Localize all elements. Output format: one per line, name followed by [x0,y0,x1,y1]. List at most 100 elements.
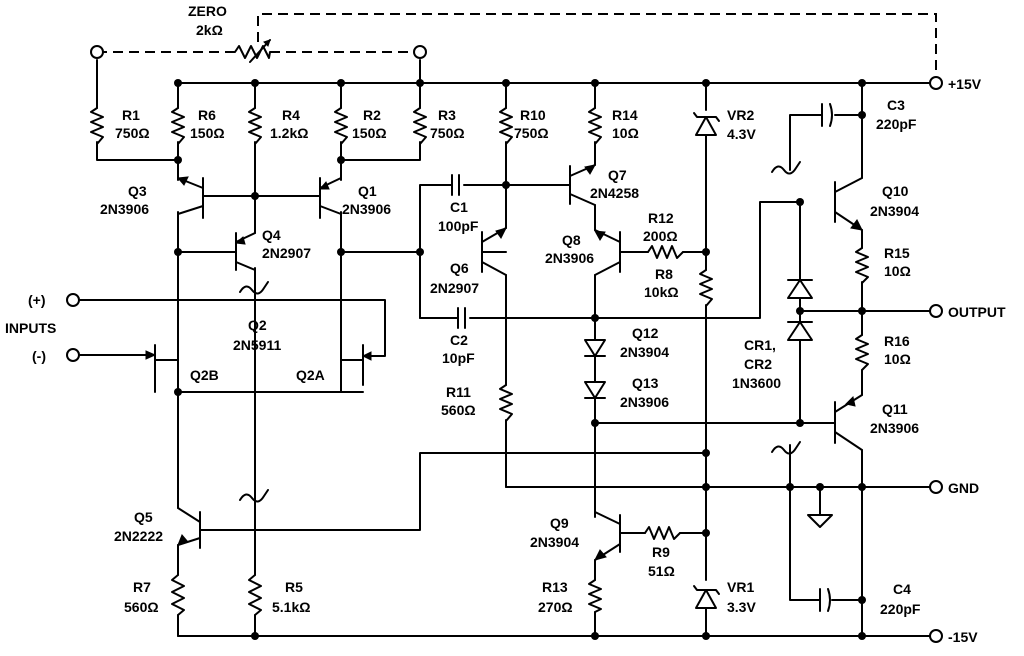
c3-value: 220pF [876,116,917,132]
zero-name: ZERO [188,3,227,19]
q11-part: 2N3906 [870,420,919,436]
c2-name: C2 [450,332,468,348]
r14-name: R14 [612,107,638,123]
label-inputs: INPUTS [5,320,56,336]
trim-squiggles [239,161,801,503]
r11-value: 560Ω [441,402,476,418]
r14-value: 10Ω [612,125,639,141]
r3-value: 750Ω [430,125,465,141]
r10-name: R10 [520,107,546,123]
q10-part: 2N3904 [870,203,919,219]
terminals [66,45,943,643]
zero-pot-wiring [97,13,937,75]
ground-icon [807,514,833,528]
vr2-name: VR2 [727,107,754,123]
r5-value: 5.1kΩ [272,599,310,615]
r6-value: 150Ω [190,125,225,141]
r1-name: R1 [122,107,140,123]
q8-name: Q8 [562,232,581,248]
q1-name: Q1 [358,183,377,199]
c1-name: C1 [450,199,468,215]
q5-name: Q5 [134,509,153,525]
gnd-terminal [929,480,943,494]
cr-name-line2: CR2 [744,356,772,372]
neg15-terminal [929,629,943,643]
r13-value: 270Ω [538,599,573,615]
r15-name: R15 [884,245,910,261]
r5-name: R5 [285,579,303,595]
vr1-name: VR1 [727,579,754,595]
c4-value: 220pF [880,601,921,617]
labels: ZERO 2kΩ +15V OUTPUT GND -15V (+) INPUTS… [5,3,1006,645]
q2a-name: Q2A [296,367,325,383]
q11-name: Q11 [882,401,908,417]
q2b-name: Q2B [190,367,219,383]
r12-name: R12 [648,210,674,226]
r6-name: R6 [198,107,216,123]
q9-name: Q9 [550,515,569,531]
q9-part: 2N3904 [530,534,579,550]
q7-name: Q7 [608,167,627,183]
label-in-minus: (-) [32,348,46,364]
r9-name: R9 [652,544,670,560]
label-in-plus: (+) [28,292,46,308]
zero-value: 2kΩ [196,22,223,38]
q13-name: Q13 [632,375,659,391]
input-plus-terminal [66,293,80,307]
resistor-symbols [90,107,869,616]
r2-name: R2 [363,107,381,123]
cr-part: 1N3600 [732,375,781,391]
r7-value: 560Ω [124,599,159,615]
zero-right-terminal [413,45,427,59]
r12-value: 200Ω [643,228,678,244]
q12-name: Q12 [632,325,659,341]
vr2-value: 4.3V [727,126,756,142]
label-gnd: GND [948,480,979,496]
capacitor-symbols [451,103,833,612]
r13-name: R13 [542,579,568,595]
q4-part: 2N2907 [262,245,311,261]
r8-value: 10kΩ [644,284,679,300]
wires [79,59,931,637]
c1-value: 100pF [438,218,479,234]
q4-name: Q4 [262,227,281,243]
r10-value: 750Ω [514,125,549,141]
q5-part: 2N2222 [114,528,163,544]
label-output: OUTPUT [948,304,1006,320]
c2-value: 10pF [442,350,475,366]
pos15-terminal [929,76,943,90]
q2-name: Q2 [248,317,267,333]
diode-symbols [584,112,813,609]
r1-value: 750Ω [115,125,150,141]
junction-dots [174,79,866,640]
q7-part: 2N4258 [590,185,639,201]
q8-part: 2N3906 [545,250,594,266]
input-minus-terminal [66,348,80,362]
transistor-symbols [145,164,863,561]
q3-name: Q3 [128,183,147,199]
r3-name: R3 [438,107,456,123]
q3-part: 2N3906 [100,201,149,217]
r11-name: R11 [446,384,471,400]
r2-value: 150Ω [352,125,387,141]
label-pos15: +15V [948,76,982,92]
zero-left-terminal [90,45,104,59]
r7-name: R7 [133,579,151,595]
q2-part: 2N5911 [233,337,281,353]
r4-name: R4 [282,107,300,123]
r8-name: R8 [655,266,673,282]
c3-name: C3 [887,97,905,113]
r4-value: 1.2kΩ [270,125,308,141]
output-terminal [929,304,943,318]
q10-name: Q10 [882,183,909,199]
r16-name: R16 [884,333,910,349]
r9-value: 51Ω [648,563,675,579]
vr1-value: 3.3V [727,599,756,615]
q6-part: 2N2907 [430,280,479,296]
q12-part: 2N3904 [620,344,669,360]
r16-value: 10Ω [884,351,911,367]
r15-value: 10Ω [884,263,911,279]
q1-part: 2N3906 [342,201,391,217]
cr-name-line1: CR1, [744,337,776,353]
